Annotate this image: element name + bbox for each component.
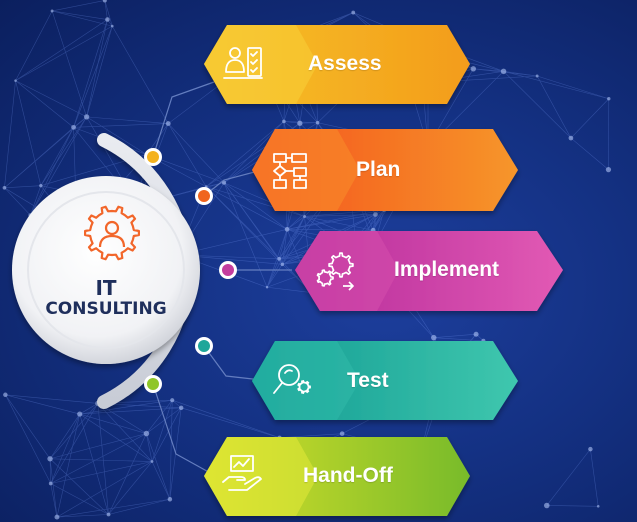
hub-title-line1: IT	[95, 276, 117, 300]
hub-title-line2: CONSULTING	[45, 299, 167, 319]
gear-person-icon	[84, 205, 140, 261]
gears-arrow-icon	[316, 252, 354, 291]
step-test-label: Test	[347, 369, 389, 392]
step-implement-banner	[295, 231, 563, 311]
magnifier-gear-icon	[273, 364, 311, 395]
step-handoff-label: Hand-Off	[303, 464, 393, 487]
person-checklist-icon	[223, 47, 263, 79]
flowchart-icon	[273, 153, 307, 189]
step-assess-label: Assess	[308, 52, 382, 75]
step-implement-label: Implement	[394, 258, 500, 281]
hub-circle	[12, 176, 200, 364]
step-test-banner	[252, 341, 518, 420]
hand-chart-icon	[222, 455, 262, 491]
arc-dots	[144, 148, 237, 393]
connector-lines	[152, 81, 292, 476]
step-plan-label: Plan	[356, 158, 401, 181]
